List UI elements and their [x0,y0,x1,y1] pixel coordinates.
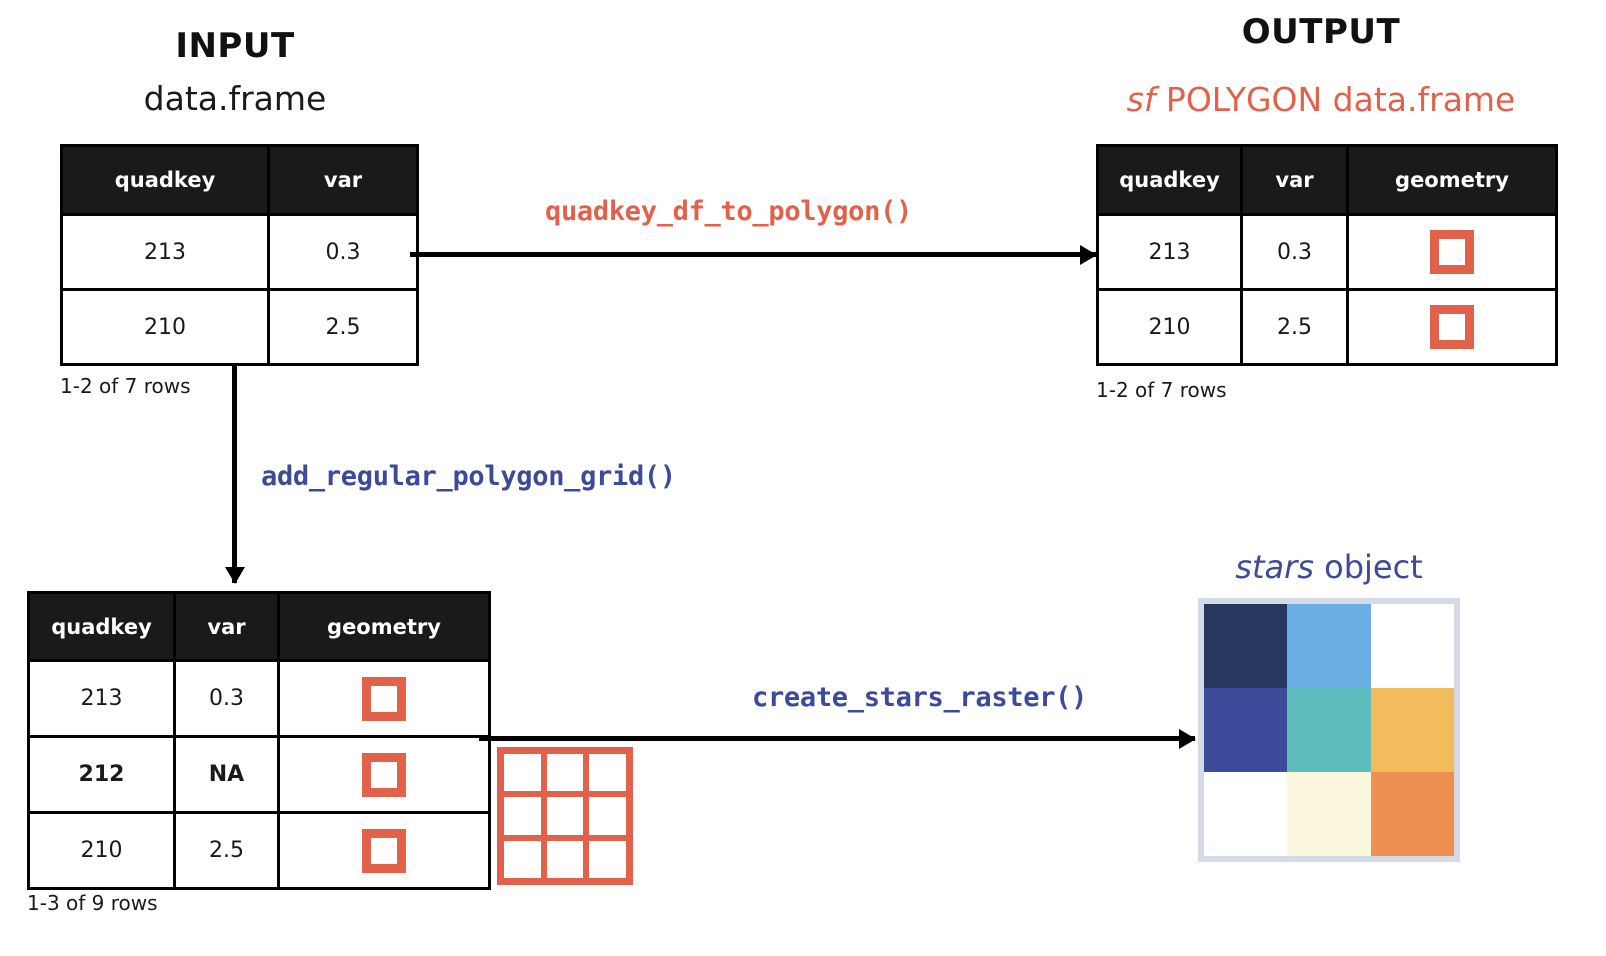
add-regular-polygon-grid-label: add_regular_polygon_grid() [261,461,676,492]
cell-var: NA [173,735,280,814]
arrow-input-to-output [410,252,1096,257]
table-row: 210 2.5 [60,288,419,366]
cell-quadkey: 210 [1096,288,1243,366]
input-table: quadkey var 213 0.3 210 2.5 [60,144,419,366]
output-subtitle-rest: POLYGON data.frame [1155,80,1516,119]
grid-cell [543,837,587,881]
input-table-wrap: quadkey var 213 0.3 210 2.5 [60,144,419,366]
stars-title-italic: stars [1235,548,1314,586]
raster-cell [1204,772,1288,856]
cell-geometry [277,811,491,890]
grid-cell [586,837,629,881]
grid-cell [543,751,587,795]
table-row: 212 NA [27,735,491,814]
input-title: INPUT [175,26,295,66]
cell-var: 2.5 [267,288,419,366]
grid-cell [586,751,629,795]
raster-cell [1370,688,1454,772]
cell-quadkey: 210 [60,288,270,366]
table-header-row: quadkey var [60,144,419,216]
raster-cell [1287,772,1371,856]
cell-geometry [1346,213,1558,291]
column-header-quadkey: quadkey [1096,144,1243,216]
input-subtitle: data.frame [143,79,327,118]
grid-cell [501,837,544,881]
polygon-square-icon [362,752,406,797]
grid-cell [501,751,544,795]
cell-var: 0.3 [173,659,280,738]
quadkey-df-to-polygon-label: quadkey_df_to_polygon() [545,196,912,227]
raster-cell [1204,604,1288,688]
raster-cell [1287,604,1371,688]
polygon-square-icon [1430,230,1474,274]
column-header-geometry: geometry [277,591,491,662]
cell-quadkey: 213 [27,659,176,738]
arrow-input-to-grid-table [232,366,237,583]
regular-polygon-grid-icon [497,747,633,885]
raster-cell [1370,772,1454,856]
grid-cell [543,794,587,838]
cell-quadkey: 213 [60,213,270,291]
input-table-caption: 1-2 of 7 rows [60,374,191,398]
cell-var: 2.5 [1240,288,1349,366]
table-row: 213 0.3 [27,659,491,738]
column-header-quadkey: quadkey [60,144,270,216]
output-subtitle: sf POLYGON data.frame [1096,80,1546,119]
table-row: 213 0.3 [60,213,419,291]
grid-table-wrap: quadkey var geometry 213 0.3 212 NA [27,591,491,890]
column-header-var: var [173,591,280,662]
raster-cell [1370,604,1454,688]
output-table-caption: 1-2 of 7 rows [1096,378,1227,402]
grid-cell [501,794,544,838]
cell-geometry [1346,288,1558,366]
table-header-row: quadkey var geometry [27,591,491,662]
table-row: 210 2.5 [1096,288,1558,366]
create-stars-raster-label: create_stars_raster() [752,682,1088,713]
raster-cell [1204,688,1288,772]
cell-quadkey: 210 [27,811,176,890]
stars-object-title: stars object [1198,548,1460,586]
raster-cell [1287,688,1371,772]
table-row: 213 0.3 [1096,213,1558,291]
column-header-geometry: geometry [1346,144,1558,216]
grid-cell [586,794,629,838]
cell-quadkey: 213 [1096,213,1243,291]
grid-table: quadkey var geometry 213 0.3 212 NA [27,591,491,890]
polygon-square-icon [1430,305,1474,349]
polygon-square-icon [362,676,406,721]
output-subtitle-italic: sf [1126,80,1156,119]
cell-quadkey: 212 [27,735,176,814]
output-title: OUTPUT [1241,12,1401,52]
column-header-quadkey: quadkey [27,591,176,662]
grid-table-caption: 1-3 of 9 rows [27,891,158,915]
column-header-var: var [1240,144,1349,216]
column-header-var: var [267,144,419,216]
output-table: quadkey var geometry 213 0.3 210 2.5 [1096,144,1558,366]
cell-geometry [277,735,491,814]
polygon-square-icon [362,828,406,873]
cell-var: 0.3 [1240,213,1349,291]
cell-var: 0.3 [267,213,419,291]
table-row: 210 2.5 [27,811,491,890]
cell-var: 2.5 [173,811,280,890]
output-table-wrap: quadkey var geometry 213 0.3 210 2.5 [1096,144,1558,366]
arrow-grid-to-stars [479,736,1195,741]
table-header-row: quadkey var geometry [1096,144,1558,216]
stars-title-rest: object [1313,548,1423,586]
stars-raster [1198,598,1460,862]
cell-geometry [277,659,491,738]
